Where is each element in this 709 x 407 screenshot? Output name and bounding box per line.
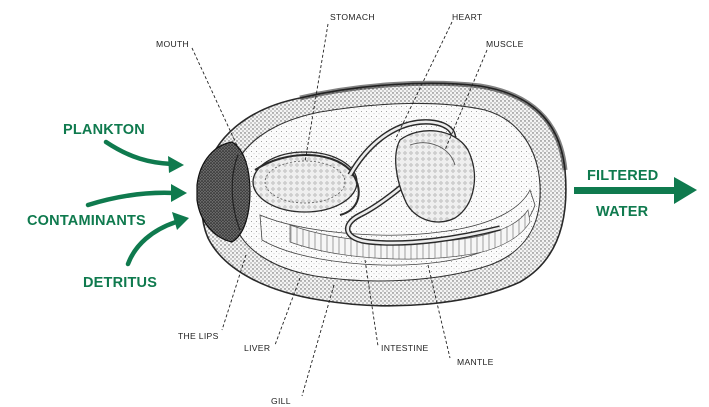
label-stomach: STOMACH <box>330 12 375 22</box>
input-label-detritus: DETRITUS <box>83 275 157 291</box>
label-liver: LIVER <box>244 343 270 353</box>
input-label-plankton: PLANKTON <box>63 122 145 138</box>
output-label-line2: WATER <box>596 204 649 220</box>
arrowhead-plankton <box>168 156 184 173</box>
label-the-lips: THE LIPS <box>178 331 219 341</box>
label-heart: HEART <box>452 12 483 22</box>
output-arrow-head <box>674 177 697 204</box>
oyster-illustration <box>197 83 566 305</box>
label-gill: GILL <box>271 396 291 406</box>
label-mantle: MANTLE <box>457 357 494 367</box>
label-muscle: MUSCLE <box>486 39 524 49</box>
arrow-contaminants <box>88 193 174 205</box>
label-mouth: MOUTH <box>156 39 189 49</box>
arrowhead-detritus <box>172 212 189 230</box>
leader-gill <box>302 285 334 396</box>
input-label-contaminants: CONTAMINANTS <box>27 213 146 229</box>
input-arrows <box>88 142 189 264</box>
label-intestine: INTESTINE <box>381 343 429 353</box>
arrow-plankton <box>106 142 172 164</box>
arrowhead-contaminants <box>171 184 187 202</box>
output-arrow-shaft <box>574 187 677 194</box>
output-label-line1: FILTERED <box>587 168 658 184</box>
